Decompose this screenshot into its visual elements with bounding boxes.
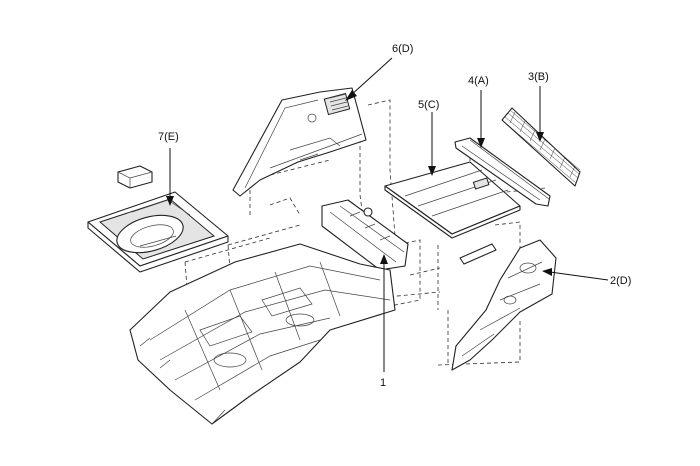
part-7-luggage-tray — [87, 165, 229, 273]
part-5-floor-board — [384, 161, 521, 239]
part-1-rear-bracket — [321, 199, 409, 271]
part-2-side-trim — [451, 239, 557, 371]
callout-labels: 7(E) 6(D) 5(C) 4(A) 3(B) 2(D) 1 — [158, 43, 631, 389]
leader-lines — [166, 57, 609, 372]
part-3-luggage-net — [501, 107, 581, 187]
part-floor-strip — [459, 243, 497, 265]
callout-part-2: 2(D) — [610, 275, 631, 287]
part-6-quarter-trim — [232, 87, 367, 197]
callout-part-4: 4(A) — [468, 75, 489, 87]
callout-part-1: 1 — [380, 377, 386, 389]
callout-part-7: 7(E) — [158, 131, 179, 143]
callout-part-3: 3(B) — [528, 71, 549, 83]
part-4-trim-bar — [454, 137, 551, 207]
callout-part-5: 5(C) — [418, 99, 439, 111]
callout-part-6: 6(D) — [392, 43, 413, 55]
floor-pan-assembly — [129, 243, 396, 425]
